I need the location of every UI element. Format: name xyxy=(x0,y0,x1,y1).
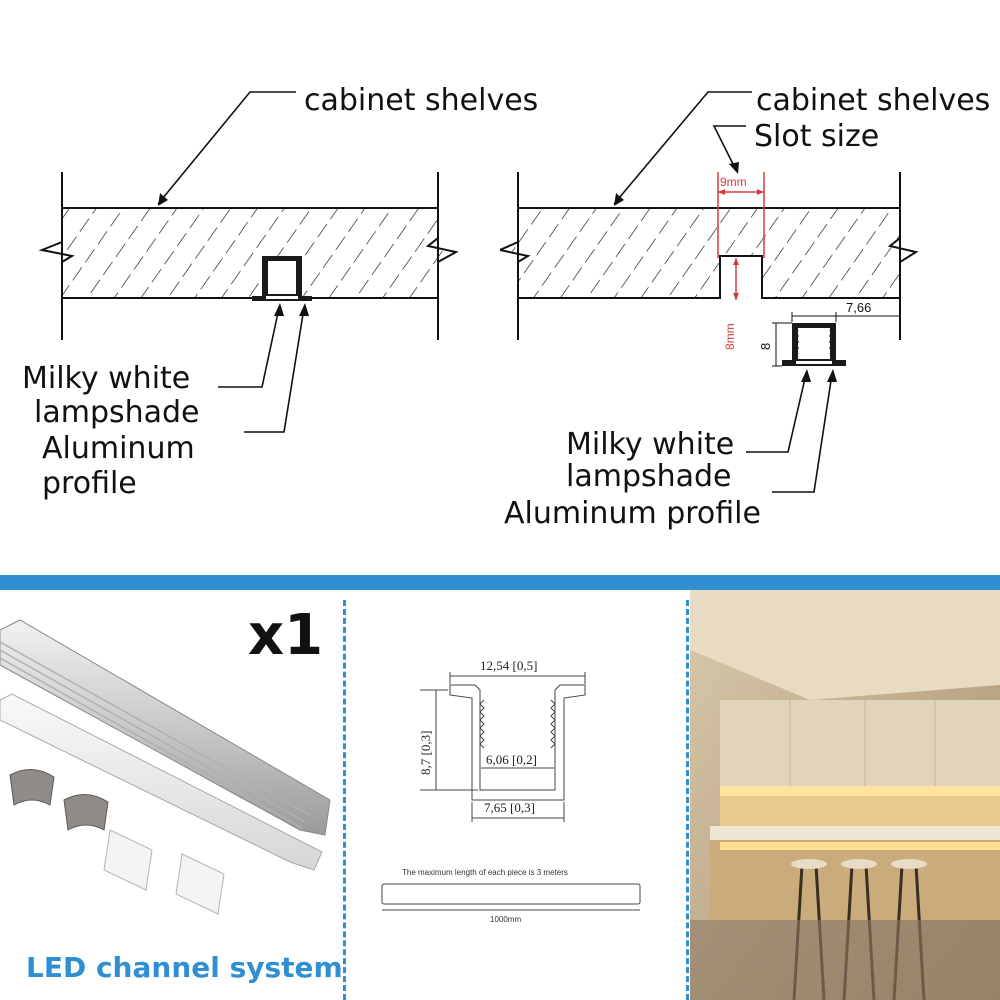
aluminum-channel-photo xyxy=(0,619,331,836)
product-kit-illustration xyxy=(0,619,331,915)
plastic-clip-photo xyxy=(103,829,225,915)
slot-width-value: 9mm xyxy=(720,175,747,189)
shelf-section-with-slot xyxy=(500,207,919,299)
profile-technical-drawing: 12,54 [0,5] 8,7 [0,3] 6,06 [0,2] 7,65 [0… xyxy=(381,658,641,924)
dim-inner-value: 6,06 [0,2] xyxy=(486,752,537,767)
section-divider-bar xyxy=(0,575,1000,590)
right-shelf-label: cabinet shelves xyxy=(756,83,991,118)
right-lampshade-label-2: lampshade xyxy=(566,459,732,494)
kitchen-scene-photo xyxy=(690,590,1000,1000)
length-bar xyxy=(381,883,641,905)
shelf-section xyxy=(38,207,459,299)
dim-height-value: 8,7 [0,3] xyxy=(418,731,433,775)
slot-depth-value: 8mm xyxy=(723,323,737,350)
left-profile-label-1: Aluminum xyxy=(42,431,195,466)
quantity-label: x1 xyxy=(248,603,324,668)
left-profile-label-2: profile xyxy=(42,466,137,501)
left-lampshade-label-1: Milky white xyxy=(22,361,191,396)
profile-height-value: 8 xyxy=(758,343,773,350)
right-installation-diagram: 9mm 8mm 7,66 8 xyxy=(500,91,919,493)
slot-size-label: Slot size xyxy=(754,119,880,154)
max-length-note: The maximum length of each piece is 3 me… xyxy=(402,868,568,877)
profile-width-value: 7,66 xyxy=(846,300,871,315)
right-lampshade-label-1: Milky white xyxy=(566,427,735,462)
milky-cover-photo xyxy=(0,693,323,871)
metal-clip-photo xyxy=(9,769,109,831)
length-value: 1000mm xyxy=(490,915,521,924)
profile-cross-section xyxy=(449,684,586,801)
left-lampshade-label-2: lampshade xyxy=(34,395,200,430)
left-installation-diagram xyxy=(38,91,459,433)
left-shelf-label: cabinet shelves xyxy=(304,83,539,118)
dim-top-value: 12,54 [0,5] xyxy=(480,658,537,673)
right-profile-label: Aluminum profile xyxy=(504,496,761,531)
system-label: LED channel system xyxy=(26,951,343,984)
panel-divider-1 xyxy=(343,600,346,1000)
dim-bottom-value: 7,65 [0,3] xyxy=(484,800,535,815)
panel-divider-2 xyxy=(686,600,689,1000)
